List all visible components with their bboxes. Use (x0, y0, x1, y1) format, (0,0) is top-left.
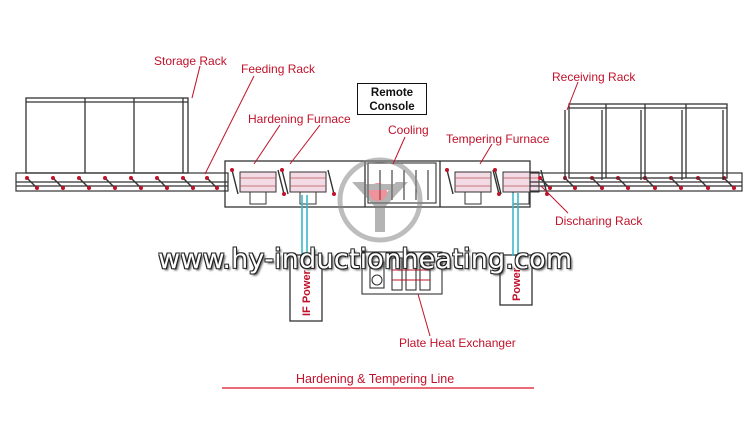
roller (538, 176, 552, 190)
hardening-coil (230, 168, 286, 205)
remote-console-line1: Remote (370, 87, 414, 99)
remote-console-box: Remote Console (357, 83, 427, 115)
label-feeding-rack: Feeding Rack (241, 62, 316, 76)
label-tempering-furnace: Tempering Furnace (446, 132, 550, 146)
label-storage-rack: Storage Rack (154, 54, 227, 68)
label-cooling: Cooling (388, 123, 429, 137)
right-rollers (538, 176, 736, 190)
label-receiving-rack: Receiving Rack (552, 70, 636, 84)
roller (129, 176, 143, 190)
water-lines (301, 193, 519, 256)
right-conveyor (529, 172, 743, 192)
roller (155, 176, 169, 190)
label-plate-heat-exchanger: Plate Heat Exchanger (399, 336, 516, 350)
label-hardening-furnace: Hardening Furnace (248, 112, 351, 126)
watermark-url: www.hy-inductionheating.com (158, 244, 573, 275)
leader-lines (191, 65, 579, 337)
hardening-coil (280, 168, 336, 205)
if-power-left (289, 254, 323, 322)
label-discharging-rack: Discharing Rack (555, 214, 643, 228)
receiving-rack (564, 103, 728, 180)
if-power-right (499, 254, 533, 306)
roller (205, 176, 219, 190)
roller (181, 176, 195, 190)
plate-heat-exchanger-unit (361, 251, 443, 295)
remote-console-line2: Console (369, 101, 415, 113)
roller (51, 176, 65, 190)
left-rollers (25, 176, 219, 190)
roller (25, 176, 39, 190)
roller (103, 176, 117, 190)
tempering-coil (445, 168, 501, 205)
left-conveyor (15, 172, 229, 192)
storage-rack (25, 97, 189, 174)
roller (77, 176, 91, 190)
logo-watermark (337, 157, 423, 243)
label-if-power-left: IF Power (301, 270, 313, 316)
diagram-title: Hardening & Tempering Line (296, 372, 455, 386)
roller (669, 176, 683, 190)
